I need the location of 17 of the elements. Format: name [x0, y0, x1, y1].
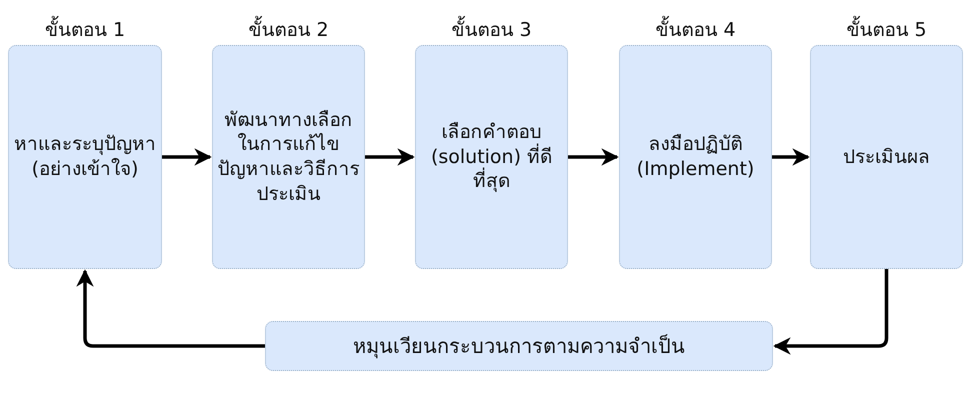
box-text: ลงมือปฏิบัติ (Implement): [636, 132, 756, 182]
arrow: [773, 269, 888, 355]
step-heading: ขั้นตอน 1: [44, 13, 126, 45]
arrow: [76, 269, 265, 348]
box-text: หาและระบุปัญหา (อย่างเข้าใจ): [13, 132, 157, 182]
box-text: พัฒนาทางเลือกในการแก้ไขปัญหาและวิธีการประเมิน: [217, 108, 360, 206]
step-heading: ขั้นตอน 5: [846, 13, 927, 45]
step-heading: ขั้นตอน 3: [451, 13, 532, 45]
box-text: หมุนเวียนกระบวนการตามความจำเป็น: [353, 333, 685, 359]
box-text: เลือกคำตอบ (solution) ที่ดีที่สุด: [430, 120, 554, 194]
step-heading: ขั้นตอน 4: [655, 13, 736, 45]
arrow: [772, 148, 810, 166]
arrow: [365, 148, 415, 166]
step-heading: ขั้นตอน 2: [248, 13, 329, 45]
arrow: [568, 148, 619, 166]
arrow: [162, 148, 212, 166]
box-text: ประเมินผล: [843, 144, 930, 170]
